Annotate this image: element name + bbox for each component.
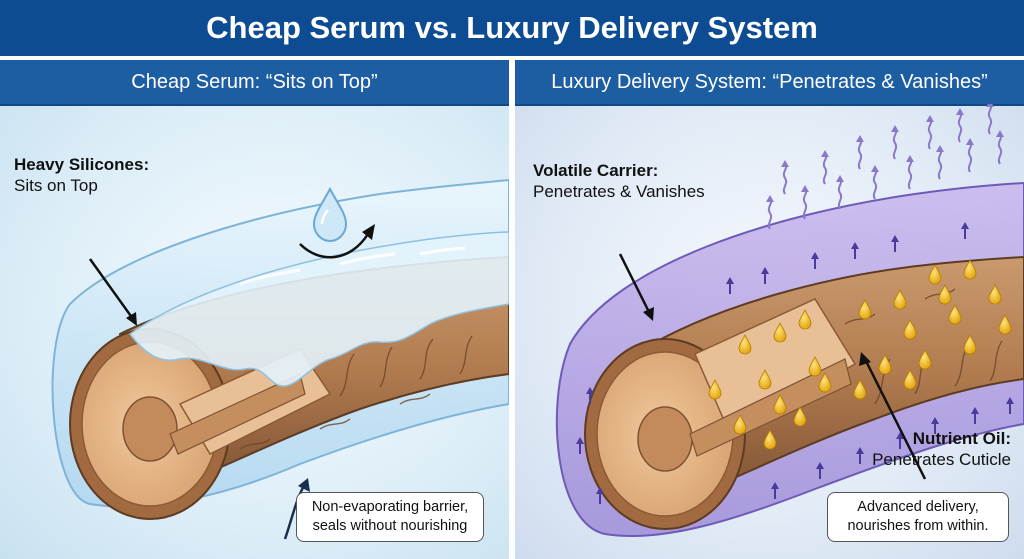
medulla-channel [169,373,306,455]
volatile-carrier-label: Volatile Carrier: Penetrates & Vanishes [533,160,705,202]
cheap-serum-note-line1: Non-evaporating barrier, [311,499,469,515]
volatile-carrier-subtitle: Penetrates & Vanishes [533,182,705,201]
cross-section-medulla [122,396,178,462]
volatile-carrier-title: Volatile Carrier: [533,161,659,180]
silicone-drip [128,231,509,387]
cheap-serum-header: Cheap Serum: “Sits on Top” [0,60,509,106]
nutrient-oil-label: Nutrient Oil: Penetrates Cuticle [871,428,1011,470]
main-title: Cheap Serum vs. Luxury Delivery System [0,0,1024,56]
medulla-channel [689,358,852,457]
droplet-bounce-arrow-icon [299,233,370,259]
oil-pointer-arrow-icon [863,358,927,480]
cross-section-medulla [637,406,693,472]
carrier-pointer-arrow-icon [618,253,652,315]
heavy-silicones-label: Heavy Silicones: Sits on Top [14,154,149,196]
cheap-serum-illustration [51,178,509,540]
cutaway-wedge [694,298,857,436]
luxury-delivery-header: Luxury Delivery System: “Penetrates & Va… [515,60,1024,106]
luxury-delivery-note-line1: Advanced delivery, [857,499,979,515]
cheap-serum-note-line2: seals without nourishing [312,518,468,534]
nutrient-oil-subtitle: Penetrates Cuticle [872,450,1011,469]
nutrient-oil-title: Nutrient Oil: [912,429,1011,448]
heavy-silicones-subtitle: Sits on Top [14,176,98,195]
heavy-silicones-title: Heavy Silicones: [14,155,150,174]
silicone-pointer-arrow-icon [88,258,135,320]
luxury-delivery-panel: Luxury Delivery System: “Penetrates & Va… [515,60,1024,559]
cheap-serum-note: Non-evaporating barrier, seals without n… [296,492,484,542]
panel-divider [509,56,515,559]
coating-highlights [239,246,466,286]
serum-droplet-icon [312,186,348,243]
luxury-delivery-illustration [555,104,1024,538]
luxury-delivery-note-line2: nourishes from within. [847,518,989,534]
luxury-delivery-note: Advanced delivery, nourishes from within… [827,492,1009,542]
cheap-serum-panel: Cheap Serum: “Sits on Top” [0,60,509,559]
